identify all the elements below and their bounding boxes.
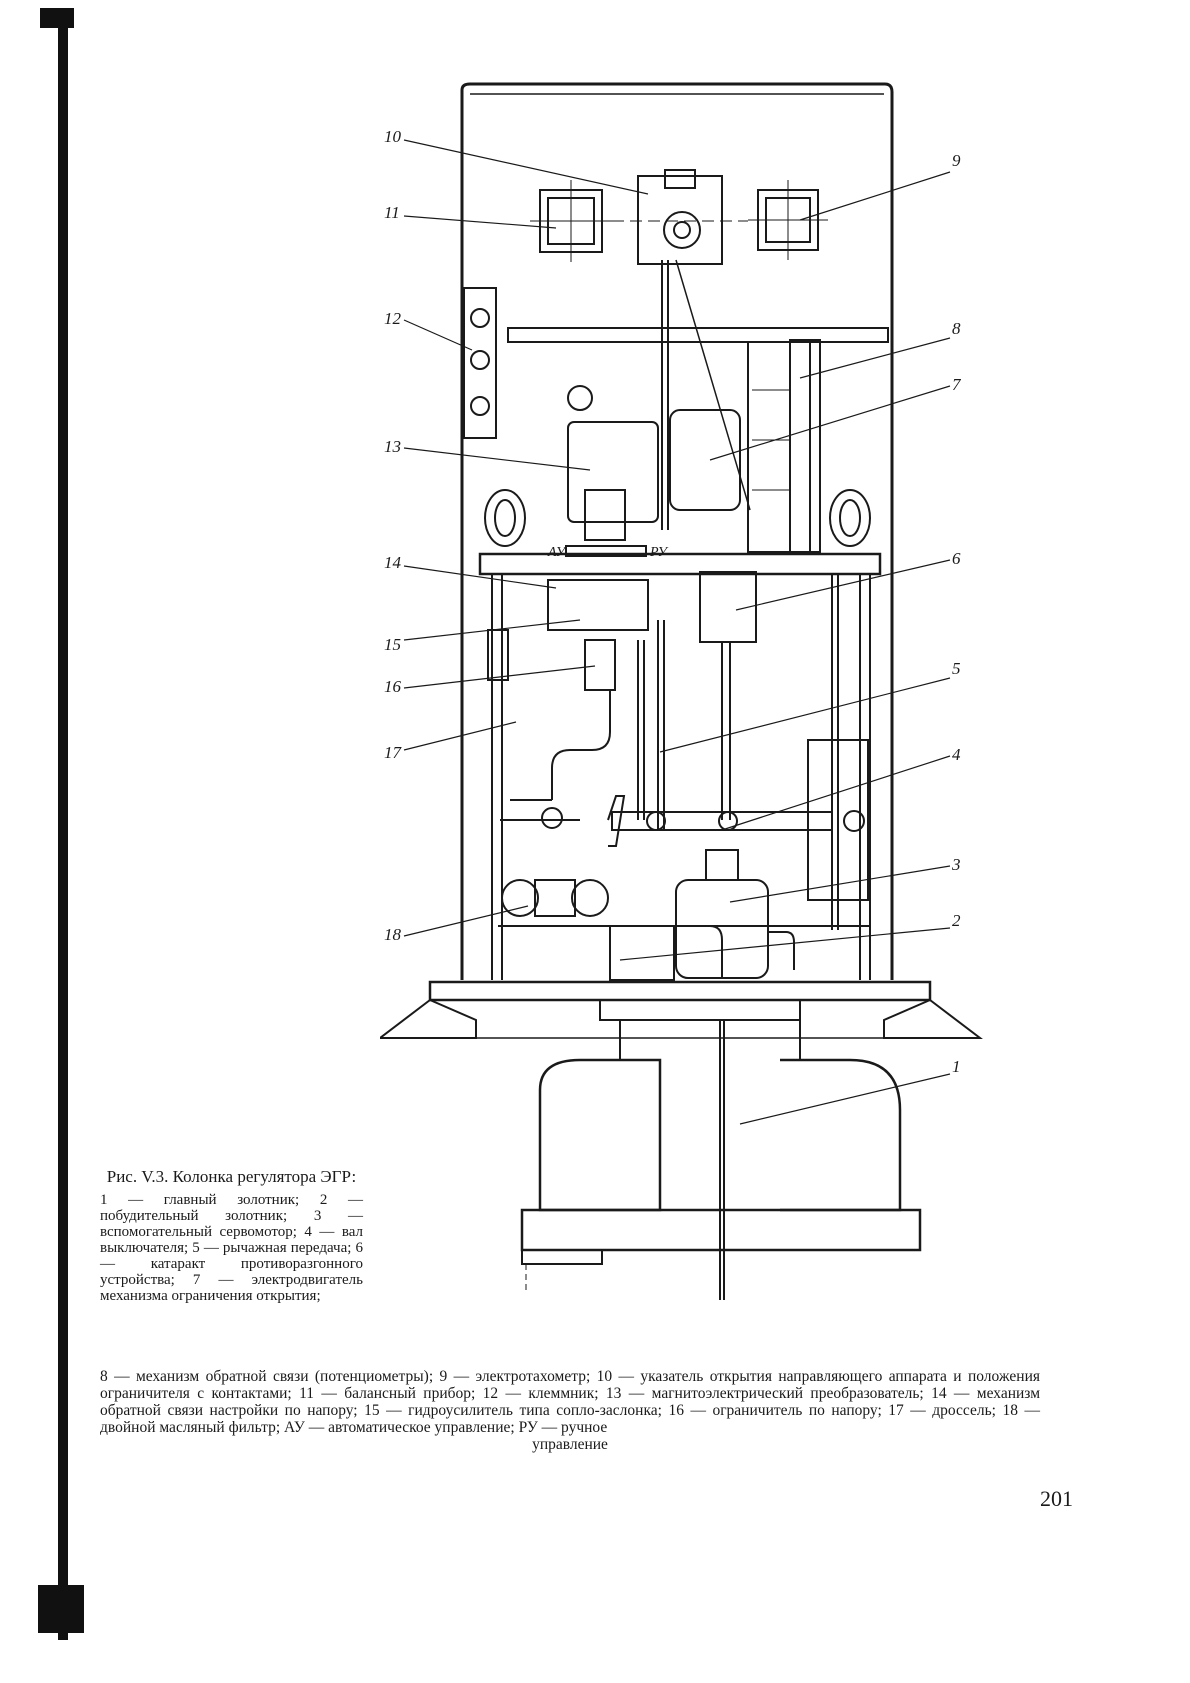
callout-7: 7 <box>952 375 961 394</box>
callout-13: 13 <box>384 437 401 456</box>
callout-8: 8 <box>952 319 961 338</box>
callout-17: 17 <box>384 743 401 762</box>
mode-label-manual: РУ <box>650 545 667 560</box>
mode-label-auto: АУ <box>548 545 566 560</box>
page-number: 201 <box>1040 1486 1073 1511</box>
callout-16: 16 <box>384 677 401 696</box>
callout-4: 4 <box>952 745 961 764</box>
callout-14: 14 <box>384 553 401 572</box>
figure-caption-title: Рис. V.3. Колонка регулятора ЭГР: <box>106 1167 357 1186</box>
callout-3: 3 <box>952 855 961 874</box>
figure-caption-legend-end: управление <box>532 1436 608 1453</box>
callout-15: 15 <box>384 635 401 654</box>
figure-caption-side: Рис. V.3. Колонка регулятора ЭГР: 1 — гл… <box>100 1167 363 1305</box>
binding-edge-bottom <box>38 1585 84 1633</box>
binding-edge <box>58 8 68 1640</box>
figure-caption-legend-part2: 8 — механизм обратной связи (потенциомет… <box>100 1368 1040 1436</box>
callout-11: 11 <box>384 203 400 222</box>
figure-caption-bottom: 8 — механизм обратной связи (потенциомет… <box>100 1368 1040 1453</box>
figure-caption-legend-part1: 1 — главный золотник; 2 — побудительный … <box>100 1192 363 1304</box>
callout-9: 9 <box>952 151 961 170</box>
callout-18: 18 <box>384 925 401 944</box>
callout-2: 2 <box>952 911 961 930</box>
binding-edge-top <box>40 8 74 28</box>
regulator-column-drawing: 10 9 11 12 8 7 13 14 6 15 5 16 17 4 3 18… <box>377 60 1020 1360</box>
callout-10: 10 <box>384 127 401 146</box>
callout-5: 5 <box>952 659 961 678</box>
callout-1: 1 <box>952 1057 961 1076</box>
callout-12: 12 <box>384 309 401 328</box>
callout-6: 6 <box>952 549 961 568</box>
